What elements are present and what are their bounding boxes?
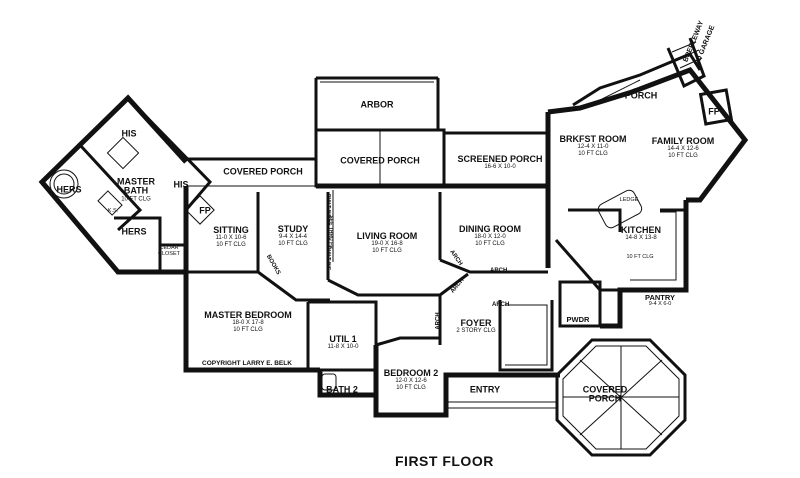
interior-walls <box>186 189 686 391</box>
copyright-text: COPYRIGHT LARRY E. BELK <box>202 360 292 367</box>
ks-label: K.S. <box>107 208 119 215</box>
entry-walk <box>446 401 557 409</box>
kitchen-clg-label: 10 FT CLG <box>626 254 654 261</box>
arch-foyer-tag: ARCH <box>492 302 510 308</box>
round-porch <box>555 338 687 457</box>
family-porch <box>572 52 734 126</box>
breezeway <box>666 37 706 89</box>
entry-label: ENTRY <box>469 384 501 395</box>
hers-left-label: HERS <box>56 184 82 195</box>
arbor-label: ARBOR <box>360 99 394 110</box>
fp-family-label: FP <box>708 106 720 117</box>
his-side-label: HIS <box>173 179 189 190</box>
built-ins-2-tag: BUILT INS <box>325 245 332 271</box>
arch-vert-tag: ARCH <box>435 312 442 330</box>
master-bath-block <box>38 94 215 275</box>
porch-label: PORCH <box>624 90 658 101</box>
fp-master-label: FP <box>199 205 211 216</box>
pwdr-label: PWDR <box>566 315 590 325</box>
ledge-label: LEDGE <box>619 197 639 204</box>
hers-closet-label: HERS <box>121 226 147 237</box>
see-thru-fp-tag: SEE THRU FP <box>327 215 334 249</box>
built-ins-1-tag: BUILT INS <box>325 193 332 219</box>
floor-title: FIRST FLOOR <box>395 453 494 469</box>
bath2-label: BATH 2 <box>326 384 358 395</box>
his-top-label: HIS <box>121 128 137 139</box>
exterior-walls <box>183 67 749 418</box>
arch-dining-tag: ARCH <box>490 268 508 274</box>
covered-porch-left-label: COVERED PORCH <box>223 166 303 177</box>
covered-porch-center-label: COVERED PORCH <box>340 155 420 166</box>
